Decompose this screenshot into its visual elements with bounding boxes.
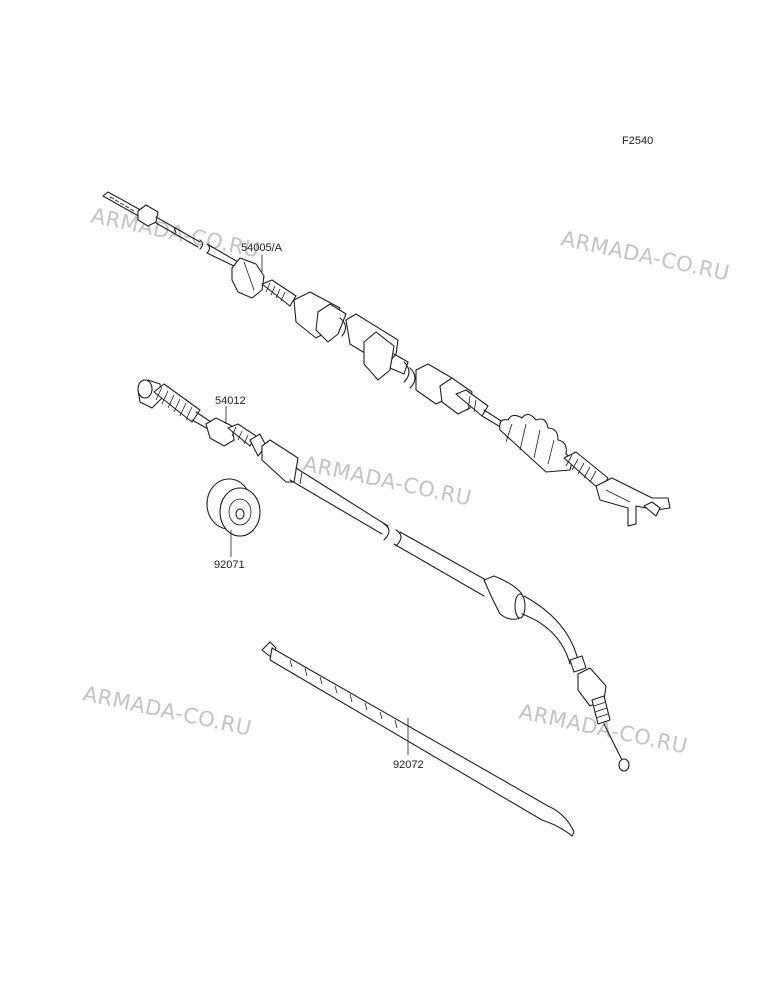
grommet[interactable] (206, 478, 261, 537)
part-label-54012: 54012 (215, 395, 246, 407)
lower-cable-assembly[interactable] (137, 379, 630, 772)
part-label-92071: 92071 (214, 559, 245, 571)
figure-code: F2540 (622, 135, 653, 147)
watermark: ARMADA-CO.RU (559, 226, 732, 285)
watermarks: ARMADA-CO.RU ARMADA-CO.RU ARMADA-CO.RU A… (81, 203, 732, 758)
part-label-54005-a: 54005/A (241, 242, 283, 254)
upper-cable-assembly[interactable] (102, 191, 671, 527)
part-label-92072: 92072 (393, 759, 424, 771)
cable-tie[interactable] (261, 641, 575, 837)
watermark: ARMADA-CO.RU (81, 681, 254, 740)
